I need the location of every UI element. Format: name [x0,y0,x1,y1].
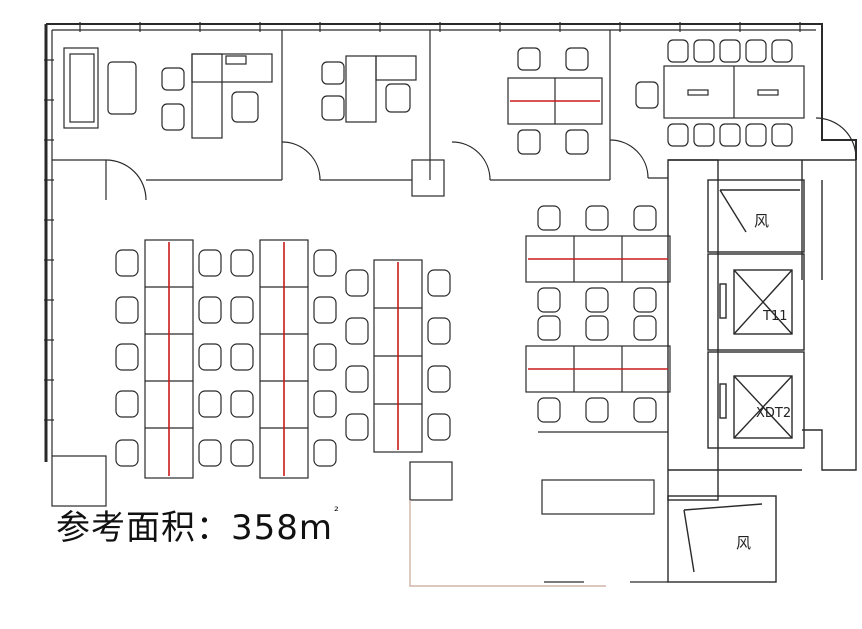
area-unit-superscript: ² [334,504,340,518]
air-shaft-bottom-label: 风 [736,534,752,552]
meeting-room-furniture [635,39,805,147]
air-shaft-top-label: 风 [754,212,770,230]
workstation-cluster-c [345,259,451,453]
elevator-t11-label: T11 [763,309,788,324]
building-core [667,159,857,583]
office-3-furniture [507,47,603,155]
area-label-text: 参考面积：358m [56,508,334,548]
outer-wall [46,23,857,160]
office-partitions [52,30,857,201]
workstation-cluster-e [525,315,671,423]
office-2-furniture [321,55,417,123]
left-windows [44,59,54,421]
office-1-furniture [63,47,273,139]
elevator-xdt2-label: XDT2 [756,406,792,421]
workstation-cluster-a [115,239,222,479]
area-label: 参考面积：358m² [56,500,340,549]
desk-partitions-red [168,100,668,476]
